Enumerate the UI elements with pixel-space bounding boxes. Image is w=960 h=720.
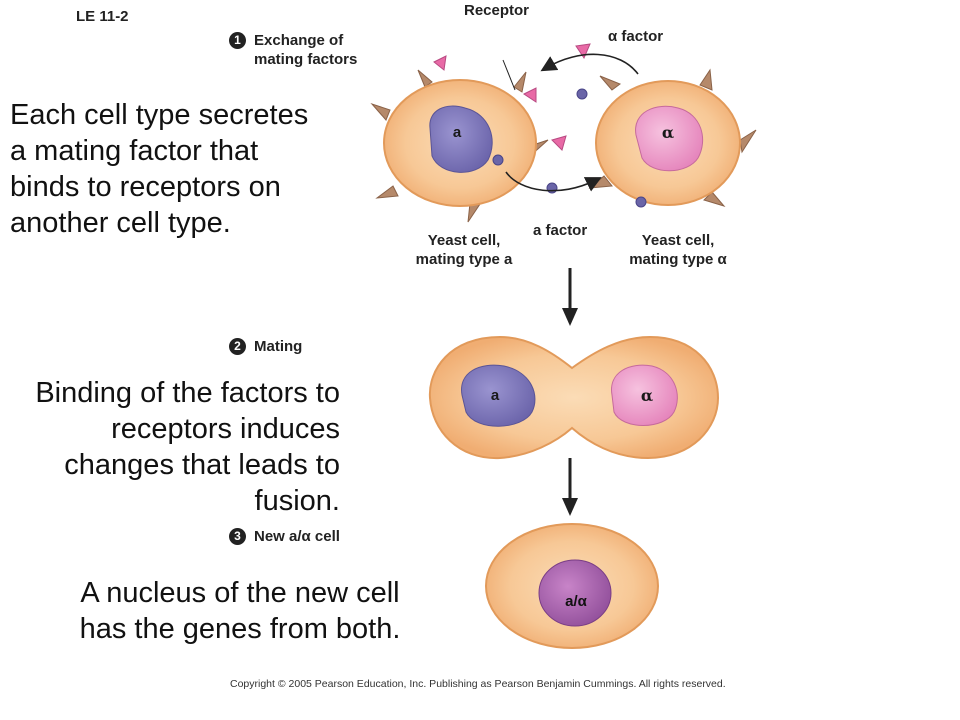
new-nucleus-label: a/α: [565, 593, 588, 610]
a-factor-arrow: [505, 171, 602, 192]
step-1-label: Exchange of mating factors: [254, 31, 357, 69]
mating-fused-cell: [428, 335, 720, 460]
figure-id: LE 11-2: [76, 8, 129, 25]
alpha-factor-arrow: [540, 53, 639, 75]
step-1-badge: 1: [229, 32, 246, 49]
alpha-factor-molecules: [433, 43, 591, 151]
cell-alpha-caption: Yeast cell, mating type α: [610, 231, 746, 269]
caption-exchange-line-2: a mating factor that: [10, 135, 259, 167]
nucleus-a-label: a: [453, 124, 462, 141]
down-arrow-1: [562, 268, 578, 326]
down-arrow-2: [562, 458, 578, 516]
receptor-pointer: [502, 59, 516, 91]
step-2-badge: 2: [229, 338, 246, 355]
step-1-line1: Exchange of: [254, 32, 344, 49]
caption-mating-line-1: Binding of the factors to: [35, 377, 340, 409]
caption-new-cell-line-2: has the genes from both.: [79, 613, 401, 645]
caption-mating: Binding of the factors to receptors indu…: [35, 375, 340, 519]
caption-mating-line-3: changes that leads to: [64, 449, 340, 481]
caption-mating-line-2: receptors induces: [111, 413, 340, 445]
cell-a-caption-line1: Yeast cell,: [427, 232, 501, 249]
caption-exchange: Each cell type secretes a mating factor …: [10, 97, 308, 241]
nucleus-alpha-label: α: [662, 123, 674, 142]
step-2-label: Mating: [254, 338, 303, 355]
step-3-label: New a/α cell: [254, 528, 340, 545]
caption-exchange-line-1: Each cell type secretes: [10, 99, 309, 131]
a-factor-label: a factor: [533, 222, 588, 239]
yeast-cell-alpha: [595, 80, 741, 206]
caption-mating-line-4: fusion.: [254, 485, 340, 517]
yeast-cell-a: [383, 79, 537, 207]
fused-nucleus-alpha-label: α: [641, 386, 653, 405]
receptor-label: Receptor: [464, 2, 530, 19]
alpha-factor-label: α factor: [608, 28, 664, 45]
fused-nucleus-a-label: a: [491, 387, 500, 404]
step-1-line2: mating factors: [254, 51, 358, 68]
caption-new-cell: A nucleus of the new cell has the genes …: [40, 575, 440, 647]
cell-a-caption: Yeast cell, mating type a: [396, 231, 532, 269]
new-a-alpha-cell: [485, 523, 659, 649]
caption-exchange-line-4: another cell type.: [10, 207, 231, 239]
caption-exchange-line-3: binds to receptors on: [10, 171, 281, 203]
cell-alpha-caption-line1: Yeast cell,: [641, 232, 715, 249]
step-3-badge: 3: [229, 528, 246, 545]
copyright-notice: Copyright © 2005 Pearson Education, Inc.…: [230, 678, 726, 690]
cell-a-caption-line2: mating type a: [415, 251, 513, 268]
a-factor-molecules: [492, 88, 647, 208]
caption-new-cell-line-1: A nucleus of the new cell: [80, 577, 400, 609]
cell-alpha-caption-line2: mating type α: [629, 251, 727, 268]
